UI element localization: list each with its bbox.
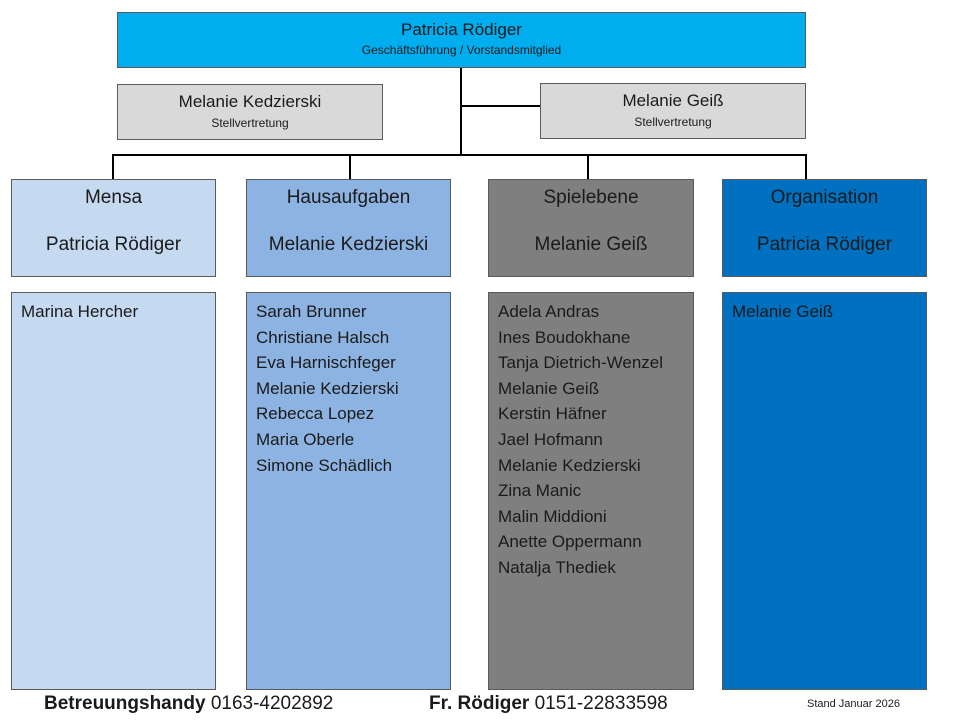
head-role: Geschäftsführung / Vorstandsmitglied <box>361 43 562 57</box>
department-title: Mensa <box>84 187 143 208</box>
department-title: Organisation <box>770 187 879 208</box>
member-list-organisation: Melanie Geiß <box>722 292 927 690</box>
footer-phone-roediger: Fr. Rödiger 0151-22833598 <box>429 691 668 717</box>
member-item: Melanie Kedzierski <box>256 378 399 398</box>
deputy-role: Stellvertretung <box>211 116 289 130</box>
member-item: Marina Hercher <box>21 302 139 321</box>
phone-number: 0163-4202892 <box>210 693 334 714</box>
phone-label: Betreuungshandy <box>44 693 206 714</box>
department-lead: Patricia Rödiger <box>756 234 893 255</box>
member-item: Maria Oberle <box>256 429 355 449</box>
phone-label: Fr. Rödiger <box>429 693 530 714</box>
department-header-hausaufgaben: Hausaufgaben Melanie Kedzierski <box>246 179 451 277</box>
member-item: Malin Middioni <box>498 506 607 526</box>
connector-top-trunk <box>460 68 462 156</box>
phone-number: 0151-22833598 <box>534 693 668 714</box>
member-item: Tanja Dietrich-Wenzel <box>498 353 664 373</box>
connector-drop-3 <box>587 154 589 179</box>
department-header-organisation: Organisation Patricia Rödiger <box>722 179 927 277</box>
head-box: Patricia Rödiger Geschäftsführung / Vors… <box>117 12 806 68</box>
deputy-box-right: Melanie Geiß Stellvertretung <box>540 83 806 139</box>
member-item: Anette Oppermann <box>498 532 642 552</box>
department-lead: Melanie Kedzierski <box>268 234 429 255</box>
member-item: Natalja Thediek <box>498 557 616 577</box>
deputy-name: Melanie Geiß <box>622 91 724 110</box>
connector-deputy-right <box>461 105 540 107</box>
connector-drop-4 <box>805 154 807 179</box>
department-title: Hausaufgaben <box>286 187 411 208</box>
member-item: Sarah Brunner <box>256 302 367 321</box>
member-item: Kerstin Häfner <box>498 404 607 424</box>
deputy-role: Stellvertretung <box>634 115 712 129</box>
member-list-hausaufgaben: Sarah Brunner Christiane Halsch Eva Harn… <box>246 292 451 690</box>
member-item: Ines Boudokhane <box>498 327 631 347</box>
member-item: Zina Manic <box>498 481 582 501</box>
department-title: Spielebene <box>543 187 639 208</box>
member-item: Eva Harnischfeger <box>256 353 396 373</box>
member-item: Melanie Geiß <box>732 302 834 321</box>
deputy-name: Melanie Kedzierski <box>178 92 322 111</box>
member-list-mensa: Marina Hercher <box>11 292 216 690</box>
connector-drop-1 <box>112 154 114 179</box>
department-lead: Melanie Geiß <box>534 234 648 255</box>
stand-date: Stand Januar 2026 <box>807 698 900 710</box>
department-lead: Patricia Rödiger <box>45 234 182 255</box>
member-item: Christiane Halsch <box>256 327 390 347</box>
department-header-mensa: Mensa Patricia Rödiger <box>11 179 216 277</box>
member-item: Rebecca Lopez <box>256 404 375 424</box>
deputy-box-left: Melanie Kedzierski Stellvertretung <box>117 84 383 140</box>
head-name: Patricia Rödiger <box>401 20 522 39</box>
member-item: Melanie Kedzierski <box>498 455 641 475</box>
member-item: Jael Hofmann <box>498 429 603 449</box>
connector-drop-2 <box>349 154 351 179</box>
member-list-spielebene: Adela Andras Ines Boudokhane Tanja Dietr… <box>488 292 694 690</box>
connector-horizontal-bar <box>112 154 807 156</box>
footer-phone-handy: Betreuungshandy 0163-4202892 <box>44 691 333 717</box>
department-header-spielebene: Spielebene Melanie Geiß <box>488 179 694 277</box>
member-item: Melanie Geiß <box>498 378 600 398</box>
member-item: Simone Schädlich <box>256 455 393 475</box>
member-item: Adela Andras <box>498 302 600 321</box>
